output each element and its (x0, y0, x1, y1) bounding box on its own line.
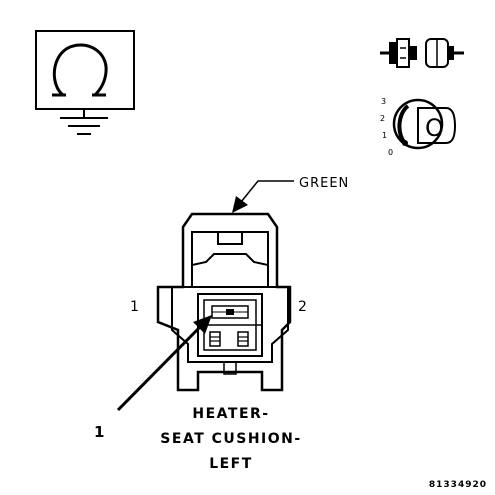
pin-label-1: 1 (130, 299, 139, 315)
terminal-pin-2 (237, 331, 249, 347)
callout-number: 1 (94, 423, 104, 441)
connector-name-line-2: SEAT CUSHION- (160, 431, 301, 447)
pin-label-2: 2 (298, 299, 307, 315)
ignition-position-3: 3 (381, 97, 386, 106)
ignition-position-0: 0 (388, 148, 393, 157)
ignition-switch-off-icon: 3 2 1 0 O (380, 97, 457, 157)
connector-name-line-1: HEATER- (192, 406, 269, 422)
figure-id: 81334920 (429, 480, 487, 490)
connector-housing (156, 212, 292, 392)
ignition-position-1: 1 (382, 131, 387, 140)
color-leader-line (232, 180, 294, 213)
connector-name: HEATER- SEAT CUSHION- LEFT (160, 406, 301, 472)
ohmmeter-ground-icon (35, 30, 135, 135)
connector-name-line-3: LEFT (209, 456, 253, 472)
ignition-key-letter: O (425, 114, 444, 142)
connector-color-label: GREEN (299, 176, 349, 191)
disconnected-connector-icon (380, 38, 464, 68)
ignition-position-2: 2 (380, 114, 385, 123)
terminal-pin-1 (209, 331, 221, 347)
callout-arrow (116, 315, 212, 412)
